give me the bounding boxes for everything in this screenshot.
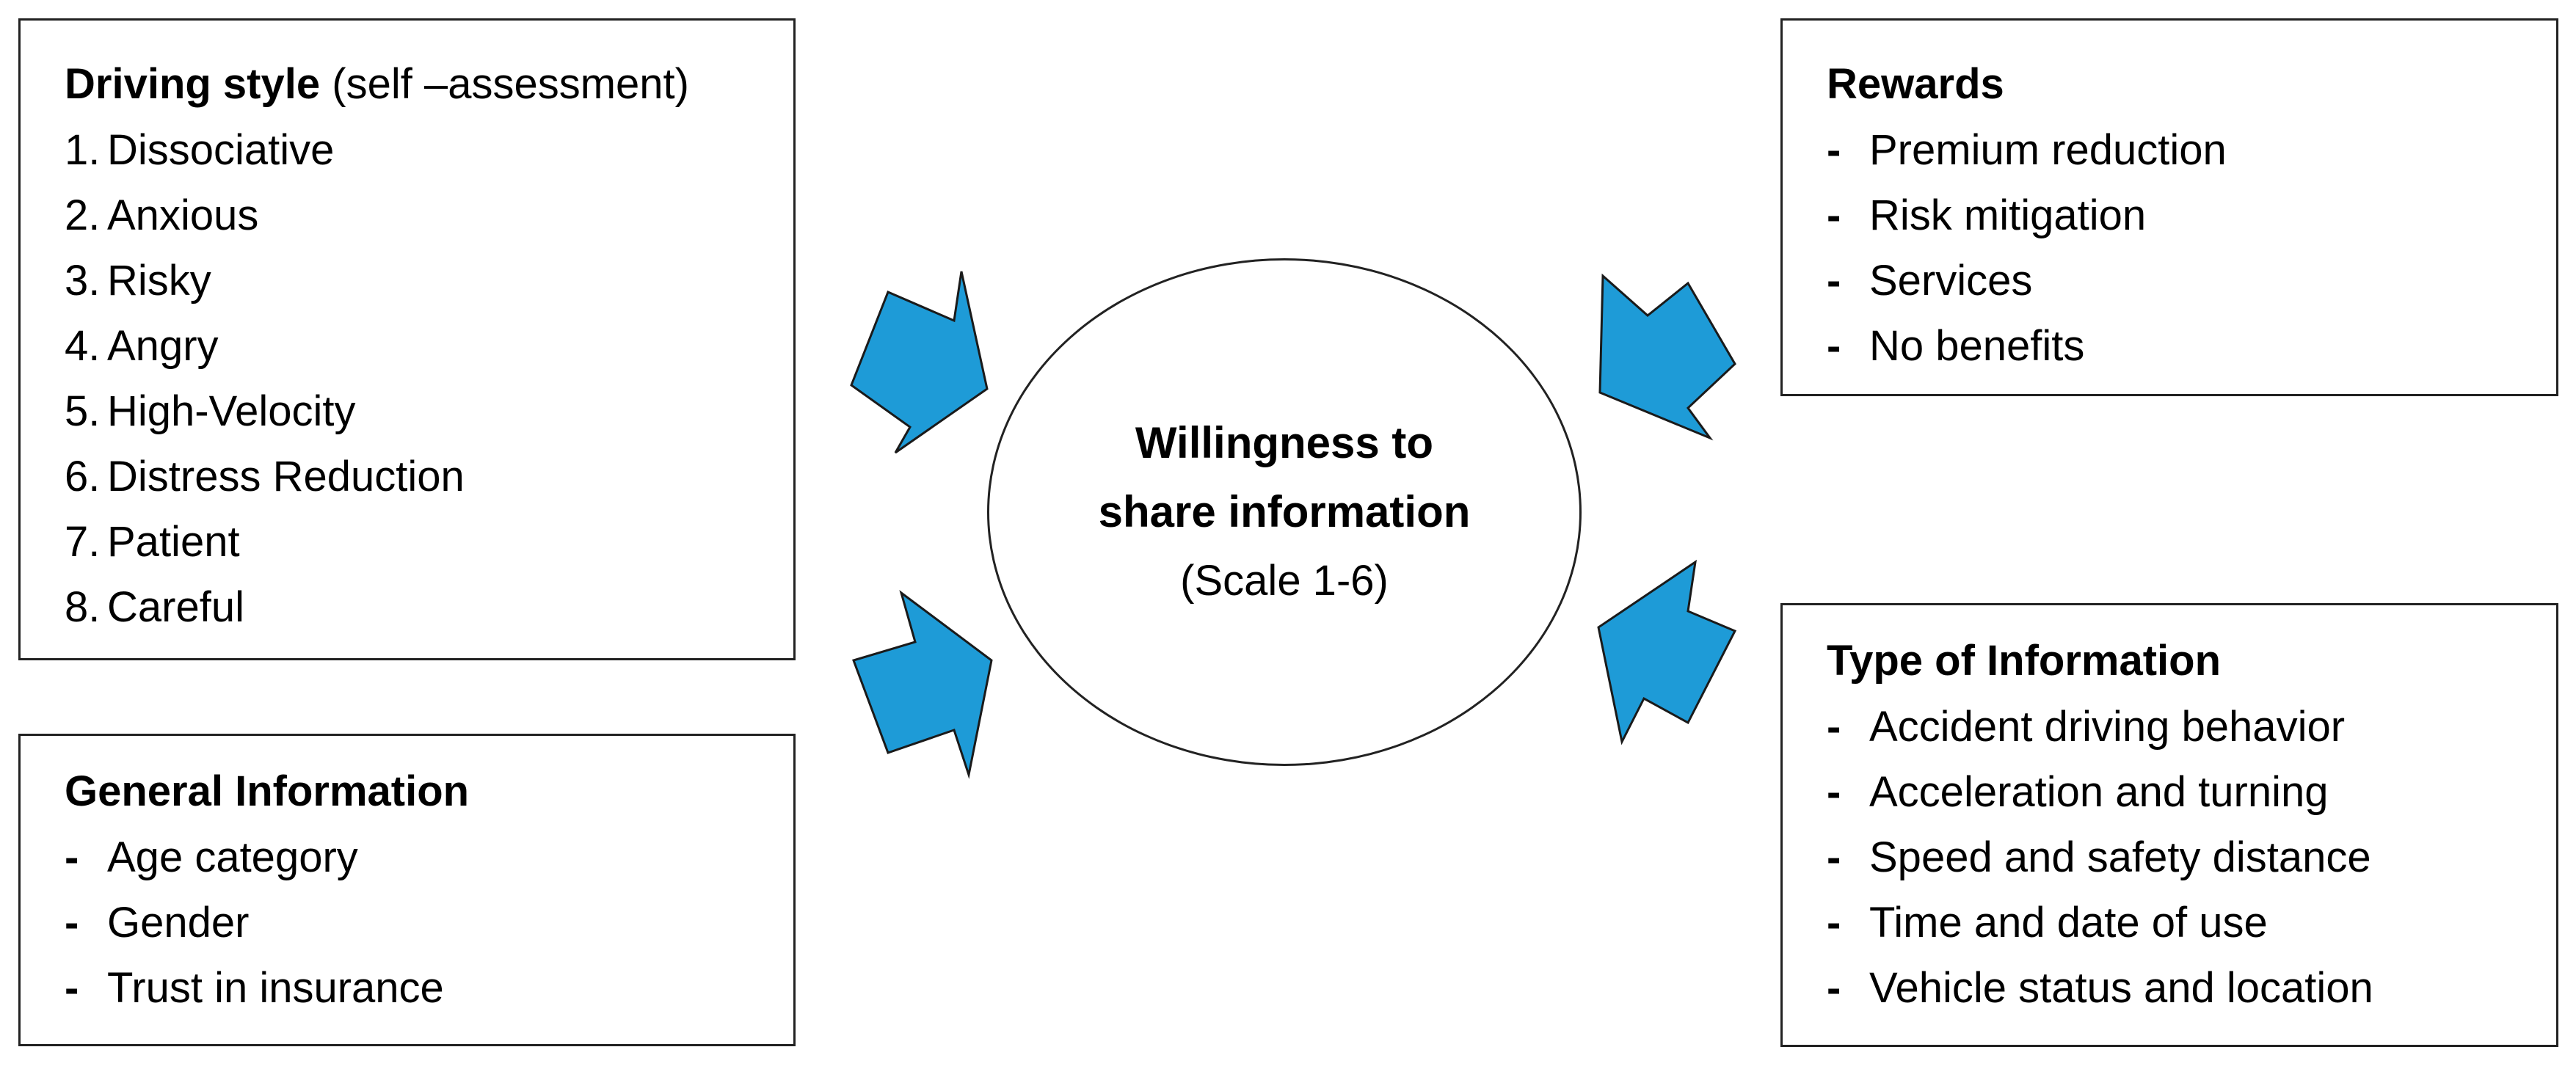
rewards-item: Services (1827, 248, 2556, 313)
general-information-list: Age category Gender Trust in insurance (65, 825, 793, 1021)
item-label: Careful (107, 583, 244, 631)
arrow-bottom-right-icon (1597, 559, 1737, 745)
driving-style-item: 2.Anxious (65, 183, 793, 248)
driving-style-item: 4.Angry (65, 313, 793, 379)
rewards-item: Premium reduction (1827, 117, 2556, 183)
rewards-list: Premium reduction Risk mitigation Servic… (1827, 117, 2556, 379)
driving-style-box: Driving style (self –assessment) 1.Disso… (18, 18, 796, 660)
arrow-top-left-icon (850, 271, 989, 454)
arrow-top-right-icon (1598, 273, 1736, 441)
arrow-bottom-left-icon (852, 590, 993, 779)
rewards-title: Rewards (1827, 60, 2004, 108)
driving-style-title: Driving style (65, 60, 321, 108)
item-label: Patient (107, 518, 240, 566)
type-of-information-item: Time and date of use (1827, 890, 2556, 955)
item-number: 7. (65, 518, 101, 566)
center-title-line1: Willingness to (1135, 418, 1434, 467)
item-number: 4. (65, 322, 101, 370)
item-label: Angry (107, 322, 219, 370)
driving-style-heading: Driving style (self –assessment) (65, 51, 793, 117)
type-of-information-list: Accident driving behavior Acceleration a… (1827, 694, 2556, 1021)
driving-style-subtitle: (self –assessment) (332, 60, 689, 108)
type-of-information-title: Type of Information (1827, 637, 2222, 685)
type-of-information-item: Accident driving behavior (1827, 694, 2556, 759)
rewards-item: No benefits (1827, 313, 2556, 379)
general-information-item: Age category (65, 825, 793, 890)
item-label: Distress Reduction (107, 453, 465, 500)
general-information-item: Trust in insurance (65, 955, 793, 1021)
general-information-box: General Information Age category Gender … (18, 734, 796, 1046)
driving-style-item: 5.High-Velocity (65, 379, 793, 444)
driving-style-item: 6.Distress Reduction (65, 444, 793, 509)
general-information-title: General Information (65, 767, 470, 815)
item-number: 1. (65, 126, 101, 174)
item-number: 2. (65, 191, 101, 239)
driving-style-item: 1.Dissociative (65, 117, 793, 183)
type-of-information-item: Vehicle status and location (1827, 955, 2556, 1021)
item-label: High-Velocity (107, 387, 356, 435)
type-of-information-box: Type of Information Accident driving beh… (1780, 603, 2558, 1047)
item-number: 8. (65, 583, 101, 631)
center-ellipse: Willingness to share information (Scale … (987, 258, 1582, 766)
item-number: 3. (65, 257, 101, 304)
driving-style-item: 3.Risky (65, 248, 793, 313)
type-of-information-item: Acceleration and turning (1827, 759, 2556, 825)
item-label: Anxious (107, 191, 259, 239)
general-information-item: Gender (65, 890, 793, 955)
driving-style-list: 1.Dissociative 2.Anxious 3.Risky 4.Angry… (65, 117, 793, 640)
driving-style-item: 7.Patient (65, 509, 793, 574)
type-of-information-item: Speed and safety distance (1827, 825, 2556, 890)
center-scale: (Scale 1-6) (1180, 557, 1389, 605)
center-title-line2: share information (1098, 487, 1471, 536)
item-number: 5. (65, 387, 101, 435)
rewards-item: Risk mitigation (1827, 183, 2556, 248)
item-number: 6. (65, 453, 101, 500)
item-label: Dissociative (107, 126, 335, 174)
driving-style-item: 8.Careful (65, 574, 793, 640)
item-label: Risky (107, 257, 211, 304)
rewards-box: Rewards Premium reduction Risk mitigatio… (1780, 18, 2558, 396)
